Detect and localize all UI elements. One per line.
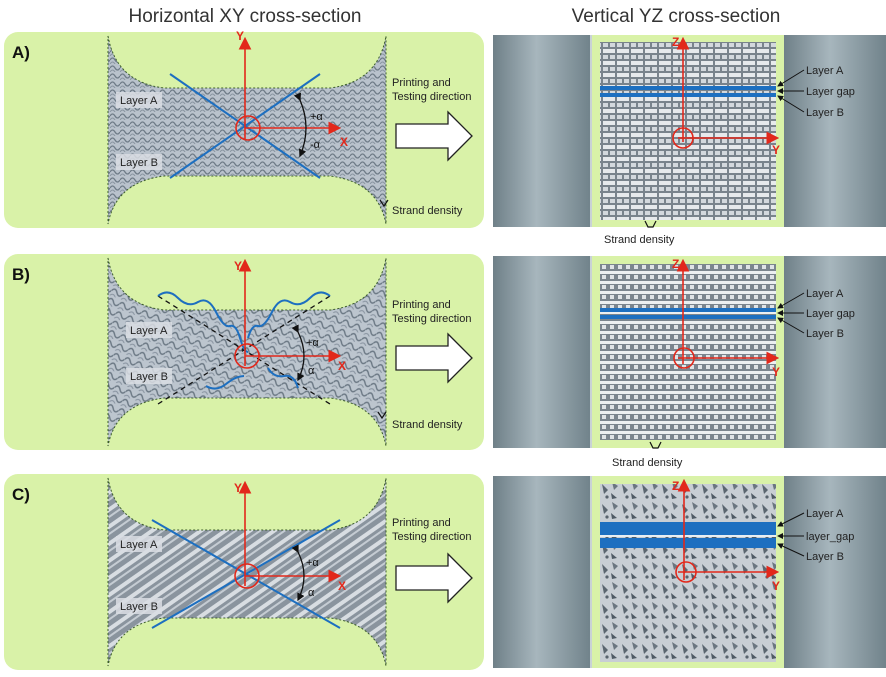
positive-angle-label: +α — [310, 111, 323, 123]
left-grip — [493, 476, 590, 668]
origin-circle — [234, 343, 260, 369]
panel-c-yz: Z Y Layer A layer_gap Layer B — [493, 476, 886, 668]
z-axis-label: Z — [672, 479, 679, 493]
layer-b-wavy-strand — [247, 291, 331, 339]
x-axis-label: X — [340, 135, 348, 149]
direction-label-line1: Printing and — [392, 299, 451, 311]
panel-b-xy: B) Layer A Layer B Y X +α α Printing and… — [4, 254, 484, 450]
layer-b-label: Layer B — [120, 157, 158, 169]
strand-density-marker — [644, 220, 657, 228]
layer-gap-band-top — [600, 86, 776, 90]
layer-a-label: Layer A — [120, 539, 158, 551]
direction-label-line2: Testing direction — [392, 91, 472, 103]
panel-c-letter: C) — [12, 485, 30, 504]
x-axis-label: X — [338, 579, 346, 593]
layer-gap-label: Layer gap — [806, 308, 855, 320]
y-axis-label: Y — [772, 143, 780, 157]
angle-arc — [293, 92, 307, 158]
layer-b-label: Layer B — [130, 371, 168, 383]
layer-gap-label: layer_gap — [806, 531, 854, 543]
panel-a-yz: Z Y Layer A Layer gap Layer B Strand den… — [493, 35, 886, 246]
y-axis-label: Y — [234, 481, 242, 495]
layer-b-label: Layer B — [806, 107, 844, 119]
layer-gap-band-bottom — [600, 93, 776, 97]
direction-arrow — [395, 552, 473, 604]
origin-circle — [235, 115, 261, 141]
panel-b-letter: B) — [12, 265, 30, 284]
negative-angle-label: -α — [310, 139, 321, 151]
layer-b-label: Layer B — [806, 328, 844, 340]
layer-b-label: Layer B — [806, 551, 844, 563]
yz-mesh — [600, 484, 776, 662]
origin-circle — [234, 563, 260, 589]
strand-density-marker — [649, 441, 662, 449]
angle-arc — [291, 544, 305, 602]
layer-a-label: Layer A — [806, 508, 844, 520]
layer-gap-band-top — [600, 308, 776, 312]
right-grip — [784, 476, 886, 668]
x-axis-label: X — [338, 359, 346, 373]
strand-density-label: Strand density — [392, 205, 463, 217]
left-column-header: Horizontal XY cross-section — [128, 6, 361, 27]
z-axis-label: Z — [672, 257, 679, 271]
direction-label-line1: Printing and — [392, 517, 451, 529]
layer-a-wavy-strand — [157, 291, 249, 353]
layer-b-label: Layer B — [120, 601, 158, 613]
y-axis-label: Y — [772, 365, 780, 379]
layer-gap-band-bottom — [600, 538, 776, 548]
positive-angle-label: +α — [306, 557, 319, 569]
strand-density-label: Strand density — [604, 234, 675, 246]
panel-a-letter: A) — [12, 43, 30, 62]
strand-density-marker — [379, 199, 389, 208]
right-column-header: Vertical YZ cross-section — [572, 6, 781, 27]
positive-angle-label: +α — [306, 337, 319, 349]
yz-mesh — [600, 264, 776, 440]
right-grip — [784, 35, 886, 227]
angle-arc — [291, 324, 305, 382]
direction-arrow — [395, 110, 473, 162]
layer-a-label: Layer A — [120, 95, 158, 107]
right-grip — [784, 256, 886, 448]
left-grip — [493, 256, 590, 448]
y-axis-label: Y — [234, 259, 242, 273]
panel-c-xy: C) Layer A Layer B Y X +α α Printing and… — [4, 474, 484, 670]
left-grip — [493, 35, 590, 227]
layer-a-label: Layer A — [806, 288, 844, 300]
layer-gap-band-top — [600, 522, 776, 536]
y-axis-label: Y — [236, 29, 244, 43]
layer-a-label: Layer A — [806, 65, 844, 77]
layer-gap-band-bottom — [600, 315, 776, 319]
negative-angle-label: α — [308, 365, 315, 377]
direction-label-line2: Testing direction — [392, 531, 472, 543]
y-axis-label: Y — [772, 579, 780, 593]
strand-density-marker — [377, 411, 387, 420]
direction-label-line2: Testing direction — [392, 313, 472, 325]
strand-density-label: Strand density — [392, 419, 463, 431]
dogbone-specimen-c — [107, 477, 387, 667]
origin-circle — [675, 561, 697, 583]
layer-b-strand-line — [151, 519, 341, 629]
yz-mesh — [600, 42, 776, 220]
origin-circle — [673, 347, 695, 369]
strand-density-label: Strand density — [612, 457, 683, 469]
origin-circle — [672, 127, 694, 149]
panel-a-xy: A) Layer A Layer B Y X +α -α Printing an… — [4, 29, 484, 228]
layer-a-label: Layer A — [130, 325, 168, 337]
z-axis-label: Z — [672, 35, 679, 49]
direction-arrow — [395, 332, 473, 384]
direction-label-line1: Printing and — [392, 77, 451, 89]
negative-angle-label: α — [308, 587, 315, 599]
dogbone-specimen-a — [107, 35, 387, 225]
panel-b-yz: Z Y Layer A Layer gap Layer B Strand den… — [493, 256, 886, 469]
layer-gap-label: Layer gap — [806, 86, 855, 98]
